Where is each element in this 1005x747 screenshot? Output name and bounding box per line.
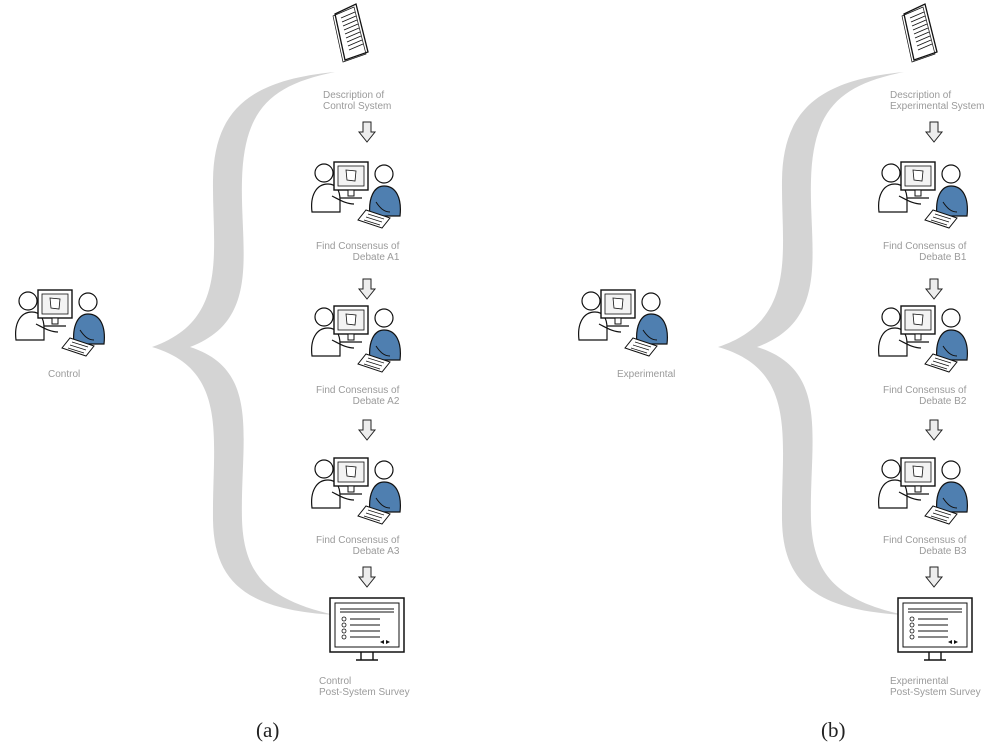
panel-caption: (a) bbox=[256, 718, 280, 742]
panel-caption: (b) bbox=[821, 718, 846, 742]
group-label: Experimental bbox=[617, 369, 676, 380]
group-label: Control bbox=[48, 369, 81, 380]
down-arrow-icon bbox=[925, 121, 943, 143]
survey-monitor-icon bbox=[329, 597, 405, 661]
curly-brace bbox=[718, 72, 904, 615]
collaboration-icon bbox=[577, 289, 669, 357]
collaboration-icon bbox=[877, 305, 969, 373]
document-icon bbox=[901, 3, 938, 63]
down-arrow-icon bbox=[358, 278, 376, 300]
down-arrow-icon bbox=[358, 566, 376, 588]
collaboration-icon bbox=[877, 457, 969, 525]
down-arrow-icon bbox=[358, 121, 376, 143]
curly-brace bbox=[152, 72, 335, 615]
down-arrow-icon bbox=[358, 419, 376, 441]
collaboration-icon bbox=[877, 161, 969, 229]
collaboration-icon bbox=[310, 457, 402, 525]
down-arrow-icon bbox=[925, 566, 943, 588]
panel-a bbox=[14, 3, 405, 661]
collaboration-icon bbox=[14, 289, 106, 357]
down-arrow-icon bbox=[925, 278, 943, 300]
document-icon bbox=[332, 3, 369, 63]
collaboration-icon bbox=[310, 305, 402, 373]
panel-b bbox=[577, 3, 973, 661]
survey-monitor-icon bbox=[897, 597, 973, 661]
collaboration-icon bbox=[310, 161, 402, 229]
down-arrow-icon bbox=[925, 419, 943, 441]
